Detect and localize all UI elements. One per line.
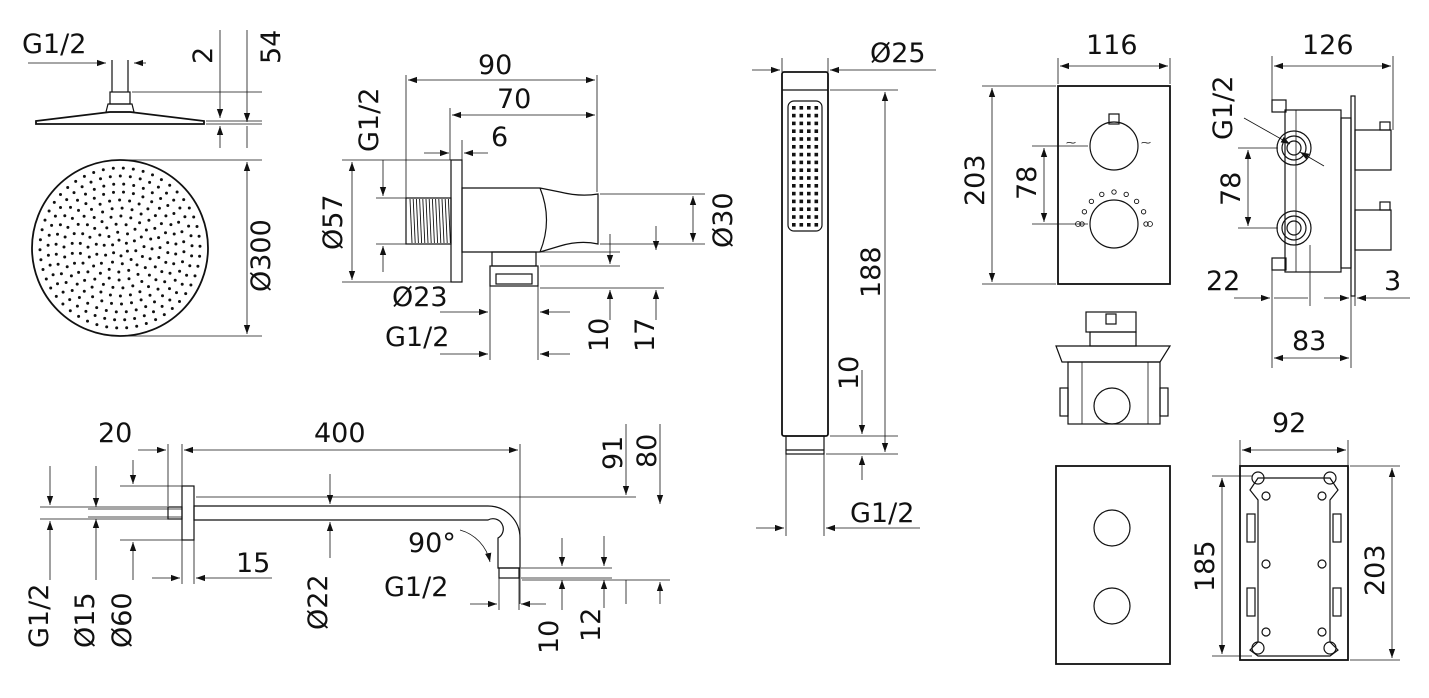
arm-dim-10: 10 <box>534 620 565 654</box>
mixer-bottom-knob <box>1089 199 1139 249</box>
arm-dim-400: 400 <box>314 418 366 449</box>
shower-arm-view: 90° 20 400 15 G1/2 Ø15 Ø60 Ø22 <box>24 418 670 654</box>
mixer-side-dim-126: 126 <box>1302 30 1354 61</box>
hand-shower-view: Ø25 188 10 G1/2 <box>752 38 936 536</box>
shower-head-view: G1/2 2 54 Ø300 <box>22 29 287 337</box>
svg-text:⁓: ⁓ <box>1066 138 1076 149</box>
elbow-dim-90: 90 <box>478 50 512 81</box>
shower-head-dim-2: 2 <box>188 47 219 64</box>
shower-head-nozzles <box>38 166 202 330</box>
box-back-dim-203: 203 <box>1360 544 1391 596</box>
arm-wall-thread-label: G1/2 <box>24 584 55 648</box>
cover-top-opening <box>1093 509 1131 547</box>
mixer-front-view: ⁓ ⁓ 116 203 78 <box>960 30 1171 285</box>
mixer-side-thread-label: G1/2 <box>1208 76 1239 140</box>
arm-dim-wall-60: Ø60 <box>107 592 138 648</box>
arm-dim-12: 12 <box>576 608 607 642</box>
arm-dim-20: 20 <box>98 418 132 449</box>
elbow-dim-57: Ø57 <box>318 194 349 250</box>
elbow-dim-30: Ø30 <box>708 192 739 248</box>
elbow-dim-23: Ø23 <box>392 282 448 313</box>
arm-dim-22: Ø22 <box>303 574 334 630</box>
wall-elbow-view: 90 70 6 G1/2 Ø57 Ø30 10 17 Ø23 <box>318 50 739 360</box>
elbow-dim-10: 10 <box>584 318 615 352</box>
svg-text:⁓: ⁓ <box>1141 138 1151 149</box>
shower-head-thread-label: G1/2 <box>22 29 86 60</box>
hand-shower-thread-label: G1/2 <box>850 498 914 529</box>
box-back-dim-92: 92 <box>1272 408 1306 439</box>
arm-dim-91: 91 <box>598 436 629 470</box>
elbow-dim-6: 6 <box>491 122 508 153</box>
box-back-view: 92 185 203 <box>1190 408 1400 661</box>
hand-shower-dim-25: Ø25 <box>870 38 926 69</box>
cover-bottom-opening <box>1093 587 1131 625</box>
shower-head-plate <box>31 159 209 337</box>
mixer-side-dim-22: 22 <box>1206 266 1240 297</box>
hand-shower-dim-10: 10 <box>834 356 865 390</box>
elbow-dim-70: 70 <box>497 84 531 115</box>
arm-end-thread-label: G1/2 <box>384 572 448 603</box>
mixer-side-dim-78: 78 <box>1216 172 1247 206</box>
arm-dim-wall-15: Ø15 <box>70 592 101 648</box>
mixer-side-dim-83: 83 <box>1292 326 1326 357</box>
mixer-side-view: G1/2 126 78 22 3 83 <box>1206 30 1410 368</box>
mixer-front-dim-78: 78 <box>1012 166 1043 200</box>
cover-plate <box>1055 465 1171 665</box>
elbow-dim-17: 17 <box>630 318 661 352</box>
elbow-thread-bottom: G1/2 <box>385 322 449 353</box>
mixer-front-dim-116: 116 <box>1086 30 1138 61</box>
mixer-front-plate <box>1057 85 1171 285</box>
mixer-box-perspective <box>1055 311 1172 425</box>
shower-head-dim-diameter: Ø300 <box>246 219 277 292</box>
mixer-side-dim-3: 3 <box>1384 266 1401 297</box>
arm-dim-15: 15 <box>236 548 270 579</box>
hand-shower-dim-188: 188 <box>856 246 887 298</box>
mixer-top-knob <box>1089 121 1139 171</box>
cover-plate-view <box>1055 465 1171 665</box>
mixer-front-dim-203: 203 <box>960 154 991 206</box>
elbow-thread-top: G1/2 <box>354 88 385 152</box>
box-back-dim-185: 185 <box>1190 540 1221 592</box>
shower-head-dim-54: 54 <box>256 30 287 64</box>
hand-shower-nozzles <box>792 106 819 227</box>
arm-angle-label: 90° <box>408 528 456 559</box>
arm-dim-80: 80 <box>632 434 663 468</box>
